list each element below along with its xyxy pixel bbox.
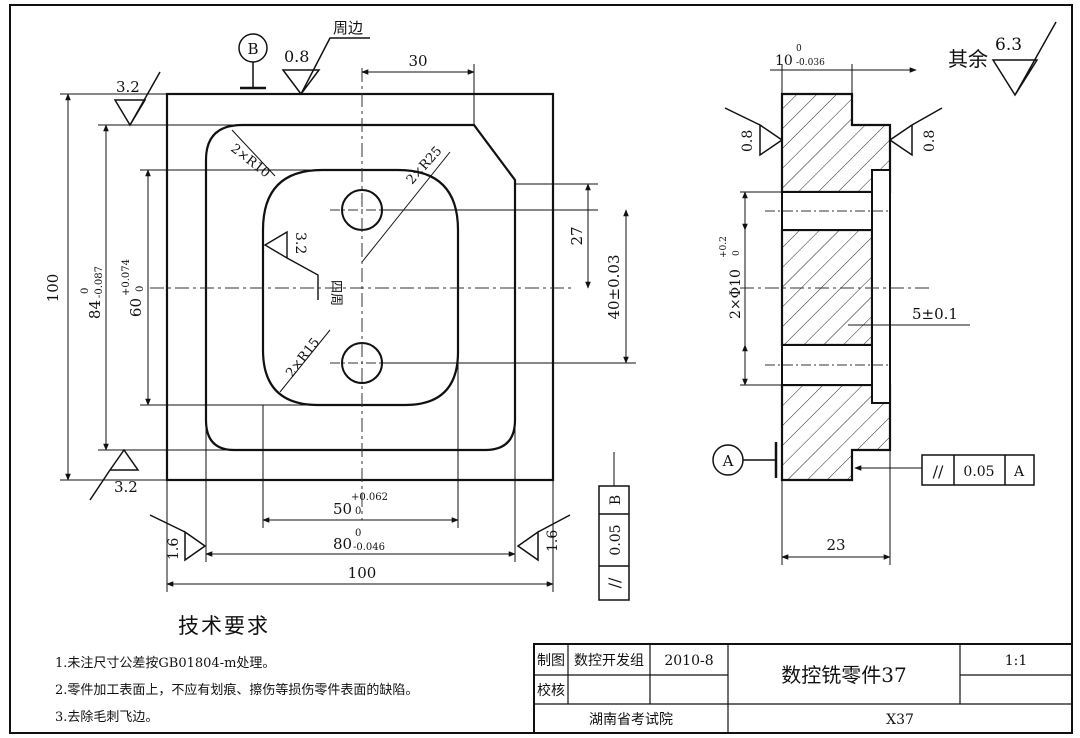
title-block: 制图 数控开发组 2010-8 校核 数控铣零件37 1:1 湖南省考试院 X3… [533,643,1073,734]
boss-outline [204,123,517,452]
parallel-side-datum: A [1013,464,1025,480]
dim-84-lower: -0.087 [94,266,105,298]
roughness-bottom-right-value: 1.6 [545,530,561,552]
tech-requirements-list: 1.未注尺寸公差按GB01804-m处理。 2.零件加工表面上，不应有划痕、擦伤… [55,650,418,731]
roughness-left-top-value: 3.2 [116,78,140,96]
dim-60-lower: 0 [135,286,146,292]
roughness-pocket-symbol [263,230,319,300]
dim-50-lower: 0 [355,506,361,517]
roughness-bottom-right-symbol [516,514,571,562]
hole-dim-main: 2×Φ10 [728,269,744,319]
dim-80-main: 80 [333,535,352,553]
dim-5-text: 5±0.1 [912,305,958,323]
roughness-left-bottom-symbol [89,448,140,501]
fillet-r15-leader [279,329,331,393]
roughness-top-note: 周边 [333,19,363,37]
fillet-r15-text: 2×R15 [283,335,323,380]
dim-80-upper: 0 [355,528,361,539]
roughness-pocket-value: 3.2 [292,232,308,254]
general-roughness-label: 其余 [948,47,988,71]
dim-10-lower: -0.036 [796,58,825,68]
fillet-r25-leader [361,151,451,263]
tb-date: 2010-8 [664,653,713,669]
dim-50-main: 50 [333,500,352,518]
fillet-r10-leader [231,129,276,177]
dim-30-text: 30 [408,52,427,70]
dim-27-text: 27 [568,226,586,245]
dim-60-main: 60 [127,298,145,317]
fillet-r10-text: 2×R10 [228,141,273,181]
datum-b-label: B [247,40,258,58]
roughness-bottom-left-symbol [149,514,207,562]
tb-drawn-by: 数控开发组 [574,653,644,669]
tb-drawing-number: X37 [886,712,914,728]
side-roughness-left-value: 0.8 [740,130,756,152]
tech-requirements-title: 技术要求 [178,614,270,638]
roughness-top-symbol [281,37,370,96]
dim-100v-text: 100 [44,274,62,303]
dim-10-upper: 0 [796,44,802,54]
side-view: 10 0 -0.036 0.8 0.8 2×Φ10 +0.2 0 5±0.1 A [712,44,1035,565]
parallel-front-tolerance: 0.05 [608,524,624,555]
roughness-bottom-left-value: 1.6 [166,538,182,560]
tb-drawn-label: 制图 [537,653,565,669]
dim-40-text: 40±0.03 [605,254,623,319]
tech-requirement-item: 3.去除毛刺飞边。 [55,710,159,725]
pocket-recess [871,169,891,404]
dim-84-main: 84 [86,300,104,319]
dim-10-main: 10 [775,53,793,69]
parallel-front-datum: B [608,495,624,505]
roughness-left-bottom-value: 3.2 [114,478,138,496]
parallel-frame-front: B 0.05 // [598,485,630,601]
parallel-frame-side: // 0.05 A [921,454,1035,486]
tb-part-name: 数控铣零件37 [781,663,906,687]
side-roughness-right-value: 0.8 [922,130,938,152]
tb-check-label: 校核 [537,682,565,699]
datum-a-label: A [722,452,734,470]
roughness-top-value: 0.8 [284,47,309,66]
side-roughness-right-symbol [888,107,943,157]
tech-requirement-item: 1.未注尺寸公差按GB01804-m处理。 [55,656,276,671]
dim-60-upper: +0.074 [121,259,132,296]
hole-dim-lower: 0 [732,250,742,256]
general-roughness-value: 6.3 [995,35,1022,55]
tech-requirement-item: 2.零件加工表面上，不应有划痕、擦伤等损伤零件表面的缺陷。 [55,683,419,698]
tb-scale: 1:1 [1005,653,1028,669]
parallel-front-symbol: // [605,577,624,588]
dim-50-upper: +0.062 [351,492,388,503]
general-roughness-symbol [991,21,1057,97]
hole-dim-upper: +0.2 [719,236,729,258]
pocket-outline [261,168,460,407]
dim-100h-text: 100 [348,564,377,582]
roughness-pocket-note: 四周 [328,280,343,306]
general-roughness: 其余 6.3 [948,21,1057,97]
side-roughness-left-symbol [724,107,784,157]
dim-84-upper: 0 [80,288,91,294]
dim-80-lower: -0.046 [353,542,385,553]
outer-outline [165,92,555,482]
tb-organization: 湖南省考试院 [589,712,673,728]
parallel-side-tolerance: 0.05 [963,464,994,480]
parallel-side-symbol: // [933,462,944,481]
roughness-left-top-symbol [113,71,161,127]
dim-23-text: 23 [826,536,845,554]
front-view: B 0.8 周边 30 3.2 3.2 100 84 0 -0.087 [44,19,636,601]
drawing-border [9,4,1073,734]
